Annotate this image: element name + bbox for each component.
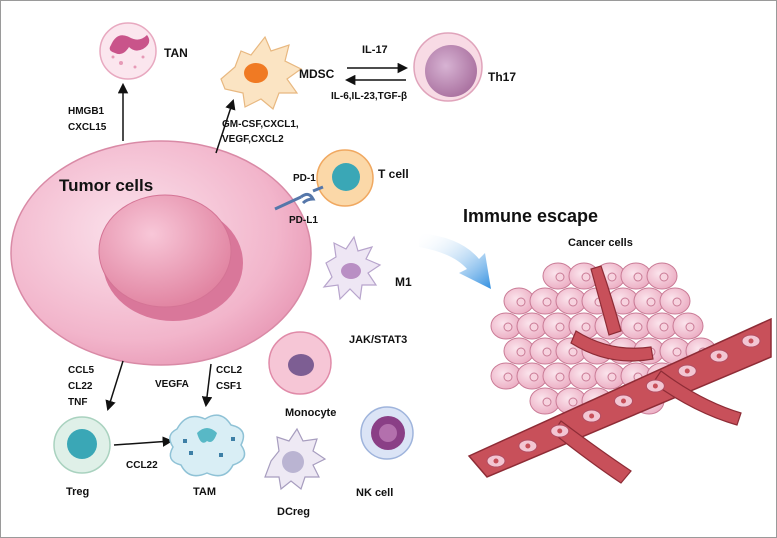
- blood-vessel: [467, 265, 772, 484]
- red-blood-cell-center: [652, 383, 658, 389]
- ccl5-label: CCL5: [68, 365, 95, 376]
- red-blood-cell-center: [493, 458, 499, 464]
- arrow-treg-to-tam: [113, 436, 174, 447]
- dcreg-label: DCreg: [277, 506, 310, 518]
- treg-label: Treg: [66, 486, 89, 498]
- cancer-cell-nucleus: [555, 272, 565, 282]
- cancer-cell-nucleus: [555, 322, 565, 332]
- cxcl15-label: CXCL15: [68, 122, 107, 133]
- csf1-label: CSF1: [216, 381, 242, 392]
- red-blood-cell-center: [621, 398, 626, 404]
- pd1-label: PD-1: [293, 173, 316, 184]
- cancer-cell-nucleus: [633, 272, 643, 282]
- pd1-pdl1-receptor: [274, 185, 324, 211]
- red-blood-cell-center: [748, 338, 754, 344]
- cancer-cell-nucleus: [581, 372, 591, 382]
- cancer-cell-nucleus: [542, 347, 552, 357]
- cancer-cell-nucleus: [633, 322, 643, 332]
- tam-cell: [169, 414, 246, 477]
- dcreg-cell: [264, 427, 327, 491]
- gmcsf-label: GM-CSF,CXCL1,: [222, 119, 299, 130]
- cancer-cell-nucleus: [659, 272, 669, 282]
- cancer-cell-nucleus: [607, 272, 617, 282]
- cancer-cell-nucleus: [581, 322, 591, 332]
- cancer-cell-nucleus: [607, 372, 617, 382]
- il6-label: IL-6,IL-23,TGF-β: [331, 91, 407, 102]
- cancer-cell-nucleus: [620, 297, 630, 307]
- ccl22-label: CCL22: [126, 460, 158, 471]
- monocyte-label: Monocyte: [285, 407, 336, 419]
- cancer-cell-nucleus: [568, 347, 578, 357]
- cancer-cell-nucleus: [581, 272, 591, 282]
- t-cell-label: T cell: [378, 167, 409, 181]
- red-blood-cell-center: [716, 353, 722, 359]
- red-blood-cell-center: [557, 428, 563, 434]
- cancer-cell-nucleus: [672, 297, 682, 307]
- m1-cell: [322, 235, 382, 301]
- jak-stat3-label: JAK/STAT3: [349, 334, 407, 346]
- cancer-cell-nucleus: [529, 372, 539, 382]
- cancer-cell-nucleus: [568, 397, 578, 407]
- cancer-cells-label: Cancer cells: [568, 237, 633, 249]
- th17-cell: [413, 32, 483, 102]
- treg-cell: [53, 416, 111, 474]
- nk-cell: [360, 406, 414, 460]
- tan-label: TAN: [164, 46, 188, 60]
- immune-escape-label: Immune escape: [463, 206, 598, 226]
- red-blood-cell-center: [684, 368, 690, 374]
- il17-label: IL-17: [362, 44, 388, 56]
- cancer-cell-nucleus: [503, 322, 513, 332]
- cancer-cell-nucleus: [542, 397, 552, 407]
- cancer-cell-nucleus: [568, 297, 578, 307]
- pdl1-label: PD-L1: [289, 215, 318, 226]
- cancer-cell-nucleus: [685, 322, 695, 332]
- cancer-cell-nucleus: [659, 322, 669, 332]
- red-blood-cell-center: [525, 443, 531, 449]
- tumor-cell: [10, 140, 312, 366]
- mdsc-label: MDSC: [299, 67, 335, 81]
- arrow-to-mdsc: [215, 99, 236, 154]
- vegf-cxcl2-label: VEGF,CXCL2: [222, 134, 284, 145]
- mdsc-cell: [220, 35, 303, 111]
- cancer-cell-nucleus: [542, 297, 552, 307]
- cancer-cell-nucleus: [646, 297, 656, 307]
- cancer-cell-nucleus: [503, 372, 513, 382]
- red-blood-cell-center: [589, 413, 595, 419]
- immune-escape-arrow: [419, 233, 491, 289]
- tam-label: TAM: [193, 486, 216, 498]
- cancer-cell-nucleus: [672, 347, 682, 357]
- tumor-cells-label: Tumor cells: [59, 176, 153, 195]
- cl22-label: CL22: [68, 381, 93, 392]
- monocyte-cell: [268, 331, 332, 395]
- m1-label: M1: [395, 275, 412, 289]
- vegfa-label: VEGFA: [155, 379, 189, 390]
- cancer-cell-nucleus: [516, 297, 526, 307]
- cancer-cell-nucleus: [529, 322, 539, 332]
- tan-cell: [99, 22, 157, 80]
- arrow-to-treg: [105, 360, 124, 412]
- cancer-cell-nucleus: [516, 347, 526, 357]
- cancer-cell-nucleus: [555, 372, 565, 382]
- tnf-label: TNF: [68, 397, 87, 408]
- ccl2-label: CCL2: [216, 365, 243, 376]
- t-cell: [316, 149, 374, 207]
- th17-label: Th17: [488, 70, 516, 84]
- hmgb1-label: HMGB1: [68, 106, 105, 117]
- arrow-to-tam: [201, 363, 213, 408]
- nk-cell-label: NK cell: [356, 487, 393, 499]
